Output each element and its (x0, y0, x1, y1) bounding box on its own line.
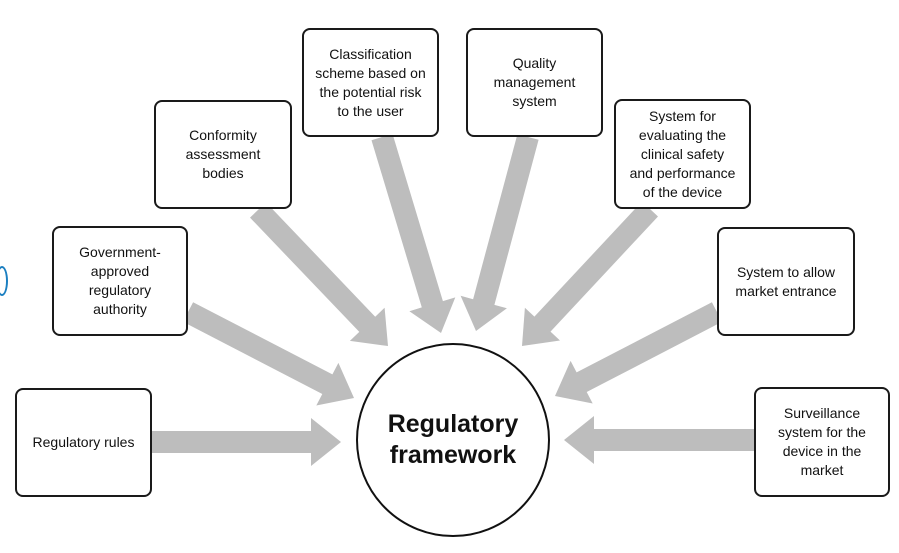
node-market-surveillance-system: Surveillance system for the device in th… (754, 387, 890, 497)
arrow-market-surveillance (564, 416, 754, 464)
arrow-market-entrance (555, 302, 723, 404)
node-quality-management-system: Quality management system (466, 28, 603, 137)
arrow-conformity-bodies (250, 202, 388, 346)
node-conformity-assessment-bodies: Conformity assessment bodies (154, 100, 292, 209)
arrow-quality-management (460, 134, 539, 331)
edge-decoration (0, 266, 8, 296)
arrow-clinical-evaluation (522, 201, 658, 346)
arrow-government-authority (182, 302, 354, 406)
hub-regulatory-framework: Regulatory framework (356, 343, 550, 537)
node-classification-scheme: Classification scheme based on the poten… (302, 28, 439, 137)
arrow-classification-scheme (371, 133, 456, 333)
node-market-entrance-system: System to allow market entrance (717, 227, 855, 336)
node-clinical-safety-evaluation: System for evaluating the clinical safet… (614, 99, 751, 209)
node-government-approved-authority: Government- approved regulatory authorit… (52, 226, 188, 336)
arrow-regulatory-rules (152, 418, 341, 466)
node-regulatory-rules: Regulatory rules (15, 388, 152, 497)
